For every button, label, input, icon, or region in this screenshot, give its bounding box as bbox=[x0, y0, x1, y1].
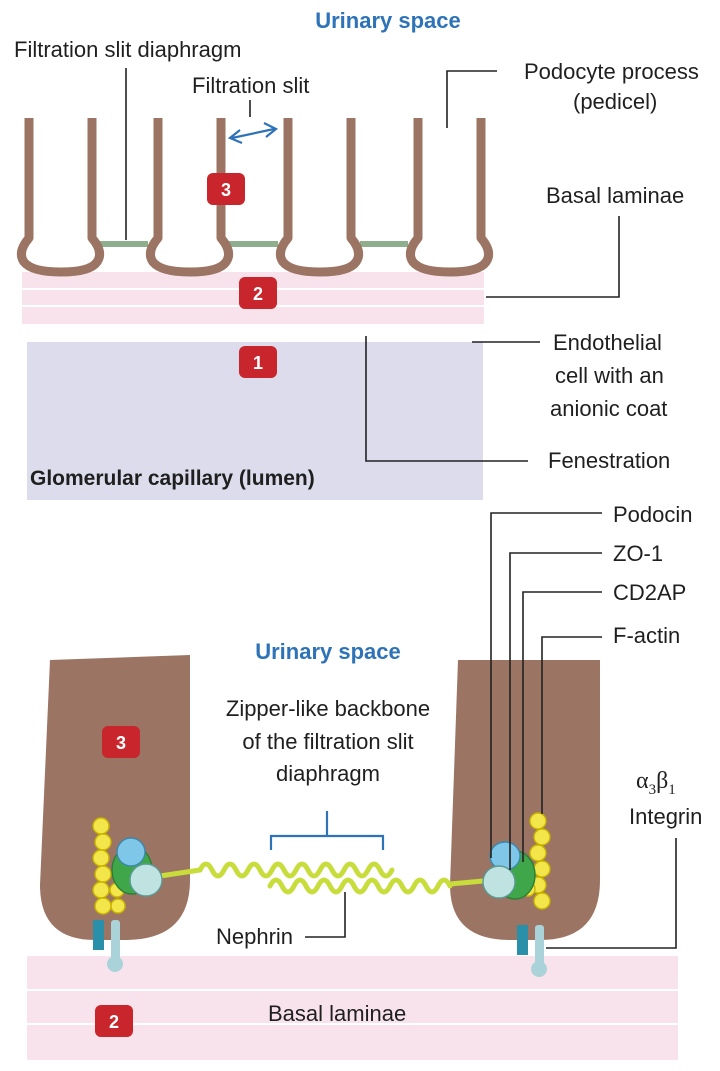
podocyte-process-leader bbox=[446, 70, 497, 128]
badge-2-bottom: 2 bbox=[95, 1005, 133, 1037]
svg-text:3: 3 bbox=[116, 733, 126, 753]
top-urinary-space-label: Urinary space bbox=[315, 8, 461, 33]
capillary-lumen-label: Glomerular capillary (lumen) bbox=[30, 467, 315, 490]
nephrin-leader bbox=[305, 892, 346, 938]
cd2ap-leader bbox=[522, 591, 602, 862]
backbone-bracket bbox=[269, 811, 385, 850]
pedicel-2 bbox=[145, 118, 234, 277]
badge-1-top: 1 bbox=[239, 346, 277, 378]
podocyte-right bbox=[450, 660, 600, 940]
bottom-panel: Basal laminae bbox=[27, 502, 702, 1060]
podocin-leader bbox=[490, 512, 602, 858]
cd2ap-label: CD2AP bbox=[613, 580, 686, 605]
bottom-basal-lamina bbox=[27, 956, 678, 1060]
factin-label: F-actin bbox=[613, 623, 680, 648]
zo1-label: ZO-1 bbox=[613, 541, 663, 566]
fenestration-leader bbox=[365, 336, 528, 462]
endothelial-label-1: Endothelial bbox=[553, 330, 662, 355]
filtration-slit-diaphragm-label: Filtration slit diaphragm bbox=[14, 37, 241, 62]
nephrin-strand bbox=[157, 861, 497, 895]
filtration-slit-label: Filtration slit bbox=[192, 73, 309, 98]
integrin-label: α3β1 Integrin bbox=[629, 768, 702, 829]
podocin-label: Podocin bbox=[613, 502, 693, 527]
backbone-label-3: diaphragm bbox=[276, 761, 380, 786]
badge-2-top: 2 bbox=[239, 277, 277, 309]
svg-text:1: 1 bbox=[253, 353, 263, 373]
factin-leader bbox=[541, 636, 602, 814]
svg-text:α3β1: α3β1 bbox=[636, 768, 676, 798]
pedicel-4 bbox=[405, 118, 494, 277]
bottom-urinary-space-label: Urinary space bbox=[255, 639, 401, 664]
badge-3-bottom: 3 bbox=[102, 726, 140, 758]
zo1-leader bbox=[509, 552, 602, 870]
filtration-slit-arrow bbox=[227, 122, 279, 145]
basal-laminae-leader bbox=[486, 216, 620, 298]
endothelial-label-3: anionic coat bbox=[550, 396, 667, 421]
factin-left bbox=[92, 817, 126, 915]
bottom-basal-laminae-label: Basal laminae bbox=[268, 1001, 406, 1026]
left-protein-complex bbox=[92, 817, 163, 915]
integrin-left bbox=[93, 920, 123, 972]
pedicel-3 bbox=[275, 118, 364, 277]
svg-text:3: 3 bbox=[221, 180, 231, 200]
podocyte-process-label-1: Podocyte process bbox=[524, 59, 699, 84]
integrin-leader bbox=[546, 838, 677, 949]
top-basal-laminae-label: Basal laminae bbox=[546, 183, 684, 208]
svg-text:2: 2 bbox=[253, 284, 263, 304]
integrin-right bbox=[517, 925, 547, 977]
badge-3-top: 3 bbox=[207, 173, 245, 205]
podocyte-foot-processes bbox=[16, 118, 494, 277]
backbone-label-2: of the filtration slit bbox=[242, 729, 413, 754]
nephrin-label: Nephrin bbox=[216, 924, 293, 949]
podocyte-process-label-2: (pedicel) bbox=[573, 89, 657, 114]
svg-text:2: 2 bbox=[109, 1012, 119, 1032]
top-panel: Urinary space Glomerular capillary (lume… bbox=[14, 8, 699, 500]
svg-text:Integrin: Integrin bbox=[629, 804, 702, 829]
fenestration-label: Fenestration bbox=[548, 448, 670, 473]
right-protein-complex bbox=[482, 812, 551, 910]
pedicel-1 bbox=[16, 118, 105, 277]
endothelial-label-2: cell with an bbox=[555, 363, 664, 388]
backbone-label-1: Zipper-like backbone bbox=[226, 696, 430, 721]
